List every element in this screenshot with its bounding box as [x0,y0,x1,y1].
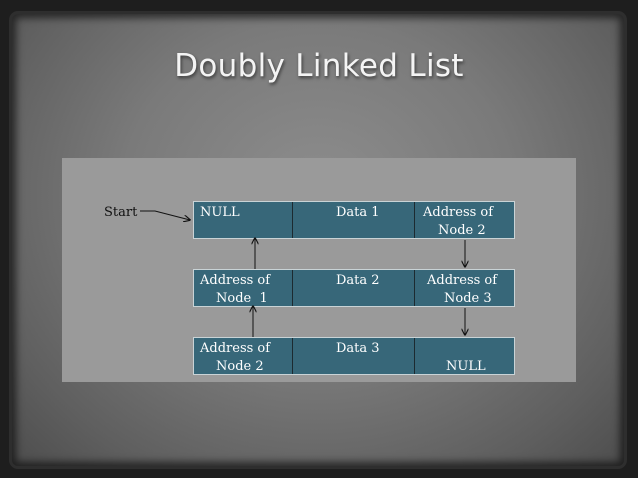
node-3 [193,337,515,375]
node-1-prev-line1: NULL [200,205,240,220]
node-1 [193,201,515,239]
node-2-prev-line2: Node 1 [216,291,268,306]
node-1-next-line1: Address of [423,205,494,220]
node-3-data: Data 3 [336,341,380,356]
node-2-prev-line1: Address of [200,273,271,288]
node-3-prev-line2: Node 2 [216,359,264,374]
node-3-prev-line1: Address of [200,341,271,356]
node-3-next-line2: NULL [446,359,486,374]
start-label: Start [104,205,138,220]
node-1-next-line2: Node 2 [438,223,486,238]
node-2-next-line2: Node 3 [444,291,492,306]
node-2-next-line1: Address of [427,273,498,288]
start-pointer-arrow [140,210,190,220]
node-2-data: Data 2 [336,273,380,288]
node-2 [193,269,515,307]
slide-title: Doubly Linked List [174,48,464,84]
node-1-data: Data 1 [336,205,380,220]
